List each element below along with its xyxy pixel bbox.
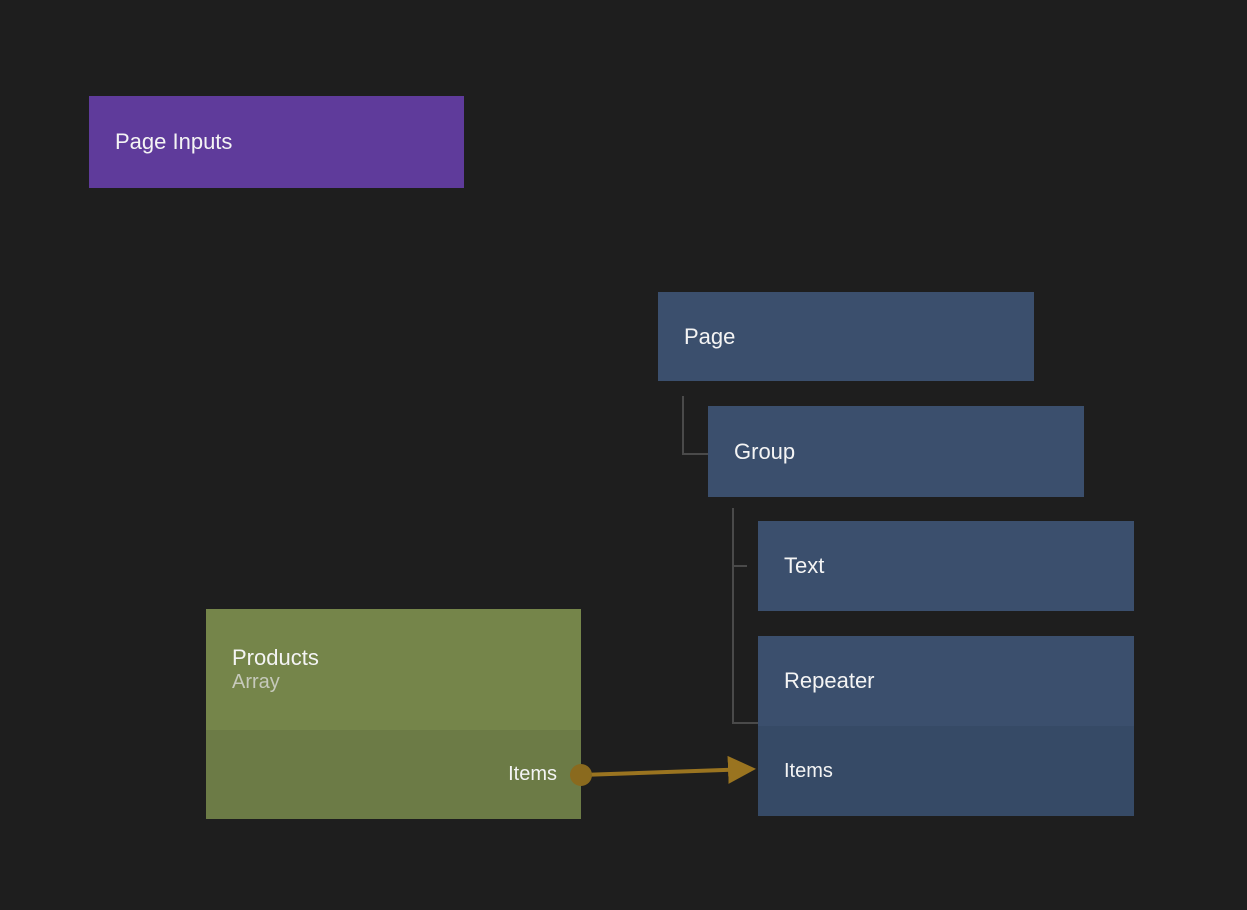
- edge-products-items-to-repeater-items[interactable]: [580, 755, 756, 784]
- node-text-title: Text: [784, 553, 825, 579]
- node-products-title: Products: [232, 644, 319, 670]
- tree-line-group-branch-text: [732, 565, 747, 567]
- node-page[interactable]: Page: [658, 292, 1034, 381]
- tree-line-group-elbow-repeater: [732, 722, 758, 724]
- node-page-inputs[interactable]: Page Inputs: [89, 96, 464, 188]
- node-products-port-items-label: Items: [508, 763, 557, 785]
- node-repeater[interactable]: Repeater Items: [758, 636, 1134, 816]
- tree-line-group-vertical: [732, 508, 734, 724]
- node-page-inputs-title: Page Inputs: [115, 129, 233, 155]
- node-page-title: Page: [684, 323, 736, 349]
- node-repeater-header[interactable]: Repeater: [758, 636, 1134, 726]
- node-products-header[interactable]: Products Array: [206, 609, 581, 730]
- node-repeater-port-items-label: Items: [784, 759, 833, 782]
- node-repeater-title: Repeater: [784, 668, 875, 694]
- node-group[interactable]: Group: [708, 406, 1084, 497]
- tree-line-page-elbow: [682, 453, 708, 455]
- tree-line-page-vertical: [682, 396, 684, 455]
- node-products-subtitle: Array: [232, 670, 280, 693]
- node-repeater-port-items[interactable]: Items: [758, 726, 1134, 816]
- node-products-port-items[interactable]: Items: [206, 730, 581, 819]
- node-group-title: Group: [734, 438, 796, 464]
- node-text[interactable]: Text: [758, 521, 1134, 611]
- node-products[interactable]: Products Array Items: [206, 609, 581, 819]
